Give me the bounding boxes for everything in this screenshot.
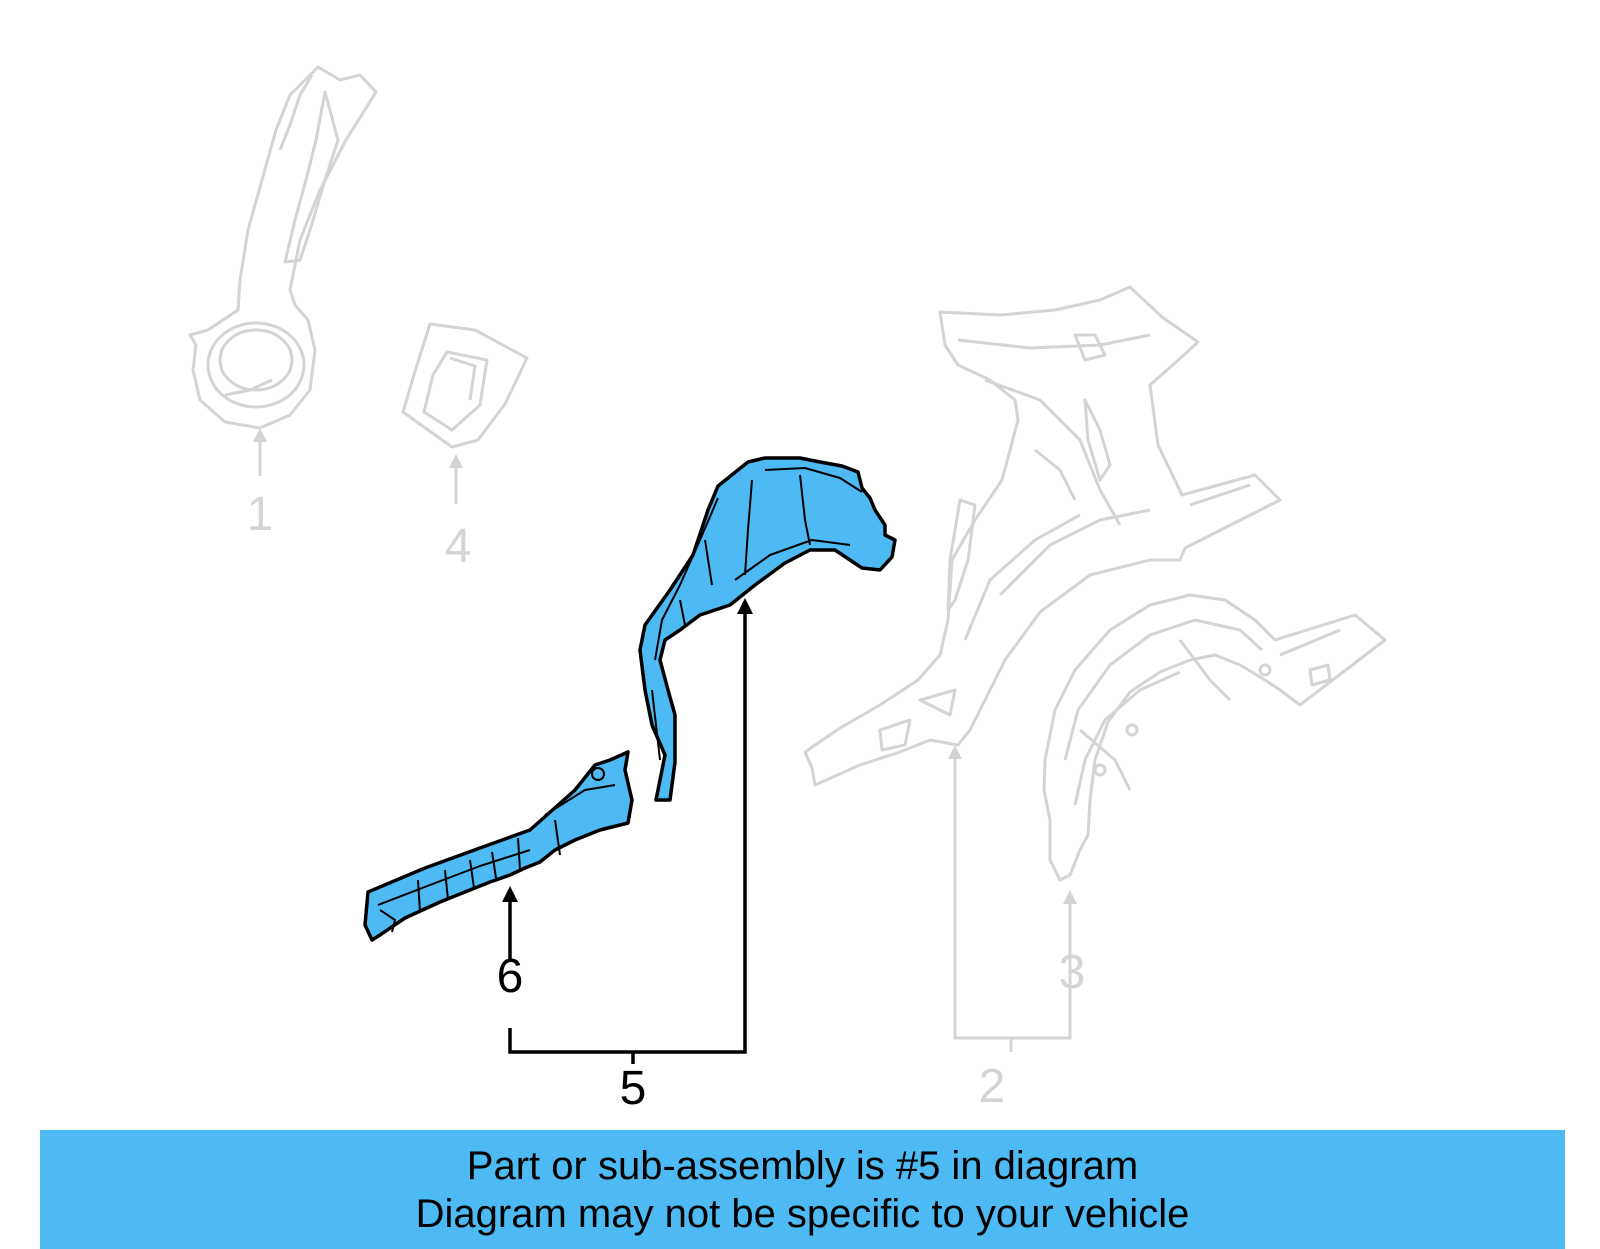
part-4-bracket [401,322,529,449]
arrowheads-dimmed [253,428,1077,904]
leader-lines-active [508,610,747,1064]
leader-lines-dimmed [258,438,1072,1052]
part-2-quarter-panel [803,285,1282,787]
banner-line-1: Part or sub-assembly is #5 in diagram [466,1143,1139,1188]
part-3-inner-wheelhouse [1042,593,1387,882]
callout-1: 1 [247,488,274,541]
callout-5: 5 [620,1062,647,1115]
info-banner: Part or sub-assembly is #5 in diagram Di… [40,1130,1565,1249]
arrowheads-active [502,598,753,902]
callout-4: 4 [445,520,472,573]
callout-6: 6 [497,950,524,1003]
part-5-wheelhouse-arch [638,456,897,802]
part-6-lower-rail [363,750,634,942]
banner-line-2: Diagram may not be specific to your vehi… [415,1191,1190,1236]
callout-2: 2 [979,1060,1006,1113]
part-1-pillar-housing [188,65,378,430]
callout-3: 3 [1059,946,1086,999]
